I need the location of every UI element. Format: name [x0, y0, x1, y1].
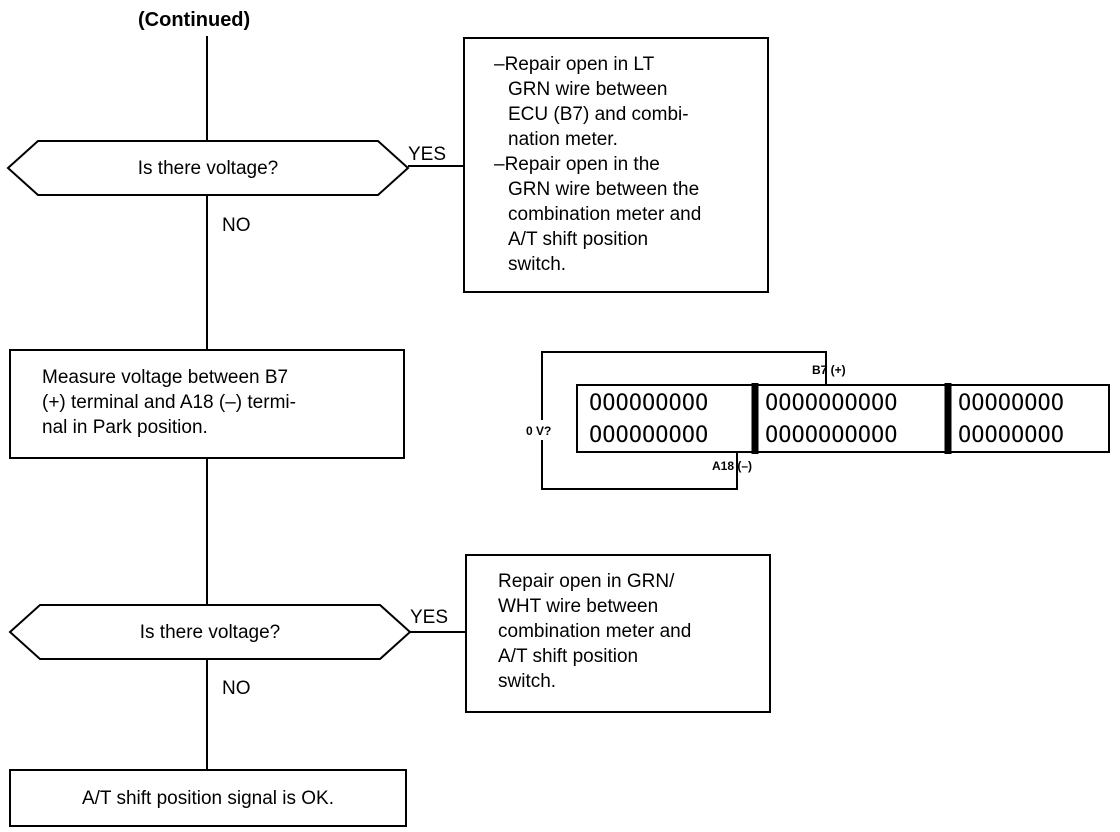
connector-body [576, 384, 1110, 453]
pin-row-top-left: OOOOOOOOO [589, 391, 708, 416]
repair1-line: nation meter. [508, 129, 618, 150]
no-label-1: NO [222, 215, 251, 236]
repair-text-2: Repair open in GRN/ WHT wire between com… [498, 571, 691, 692]
measure-text: Measure voltage between B7 (+) terminal … [42, 367, 296, 438]
repair1-line: GRN wire between the [508, 179, 699, 200]
measure-line: Measure voltage between B7 [42, 367, 288, 388]
measure-box [9, 349, 405, 459]
repair2-line: combination meter and [498, 621, 691, 642]
repair1-line: combination meter and [508, 204, 701, 225]
repair2-line: A/T shift position [498, 646, 638, 667]
continued-heading: (Continued) [138, 9, 250, 31]
decision-question-1: Is there voltage? [138, 158, 278, 179]
repair1-line: A/T shift position [508, 229, 648, 250]
decision-question-2: Is there voltage? [140, 622, 280, 643]
b7-terminal-label: B7 (+) [812, 363, 846, 377]
pin-row-top-right: OOOOOOOO [958, 391, 1064, 416]
repair1-line: –Repair open in LT [494, 54, 655, 75]
result-box [9, 769, 407, 827]
yes-label-1: YES [408, 144, 446, 165]
pin-row-bottom-left: OOOOOOOOO [589, 423, 708, 448]
repair-box-1 [463, 37, 769, 293]
pin-row-bottom-right: OOOOOOOO [958, 423, 1064, 448]
repair1-line: –Repair open in the [494, 154, 660, 175]
meter-label: 0 V? [526, 424, 551, 438]
ecu-connector-diagram: 0 V? B7 (+) A18 (–) OOOOOOOOO OOOOOOOOOO… [526, 351, 1110, 490]
repair-box-2 [465, 554, 771, 713]
a18-terminal-label: A18 (–) [712, 459, 752, 473]
repair2-line: Repair open in GRN/ [498, 571, 675, 592]
repair1-line: GRN wire between [508, 79, 667, 100]
meter-lead-top [541, 351, 827, 420]
decision-hexagon-1 [6, 140, 410, 196]
repair2-line: switch. [498, 671, 556, 692]
yes-label-2: YES [410, 607, 448, 628]
repair2-line: WHT wire between [498, 596, 658, 617]
repair1-line: switch. [508, 254, 566, 275]
pin-row-top-center: OOOOOOOOOO [765, 391, 897, 416]
no-label-2: NO [222, 678, 251, 699]
pin-row-bottom-center: OOOOOOOOOO [765, 423, 897, 448]
meter-lead-bottom [541, 438, 738, 490]
measure-line: nal in Park position. [42, 417, 208, 438]
repair-text-1: –Repair open in LT GRN wire between ECU … [494, 54, 701, 275]
repair1-line: ECU (B7) and combi- [508, 104, 689, 125]
result-text: A/T shift position signal is OK. [82, 788, 334, 809]
measure-line: (+) terminal and A18 (–) termi- [42, 392, 296, 413]
